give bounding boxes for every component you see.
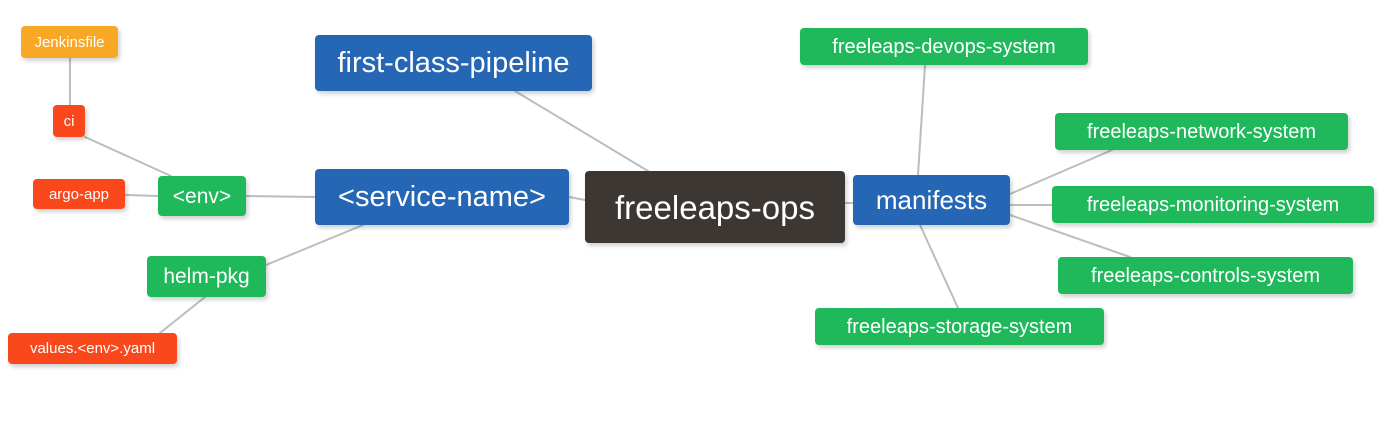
edge-argo-app-to-env: [124, 194, 159, 197]
node-monitoring[interactable]: freeleaps-monitoring-system: [1052, 186, 1374, 223]
node-ci[interactable]: ci: [53, 105, 85, 137]
edge-ci-to-env: [84, 136, 172, 177]
edge-manifests-to-storage: [919, 224, 959, 309]
edge-first-class-to-freeleaps-ops: [514, 90, 649, 172]
edge-values-yaml-to-helm-pkg: [159, 296, 206, 334]
node-storage[interactable]: freeleaps-storage-system: [815, 308, 1104, 345]
edge-helm-pkg-to-service-name: [265, 224, 364, 266]
node-controls[interactable]: freeleaps-controls-system: [1058, 257, 1353, 294]
node-manifests[interactable]: manifests: [853, 175, 1010, 225]
edge-env-to-service-name: [245, 195, 316, 198]
edge-service-name-to-freeleaps-ops: [568, 196, 586, 201]
node-first-class[interactable]: first-class-pipeline: [315, 35, 592, 91]
node-helm-pkg[interactable]: helm-pkg: [147, 256, 266, 297]
node-service-name[interactable]: <service-name>: [315, 169, 569, 225]
node-jenkinsfile[interactable]: Jenkinsfile: [21, 26, 118, 58]
node-freeleaps-ops[interactable]: freeleaps-ops: [585, 171, 845, 243]
node-argo-app[interactable]: argo-app: [33, 179, 125, 209]
node-devops[interactable]: freeleaps-devops-system: [800, 28, 1088, 65]
node-values-yaml[interactable]: values.<env>.yaml: [8, 333, 177, 364]
node-network[interactable]: freeleaps-network-system: [1055, 113, 1348, 150]
node-env[interactable]: <env>: [158, 176, 246, 216]
edge-manifests-to-devops: [917, 64, 926, 176]
